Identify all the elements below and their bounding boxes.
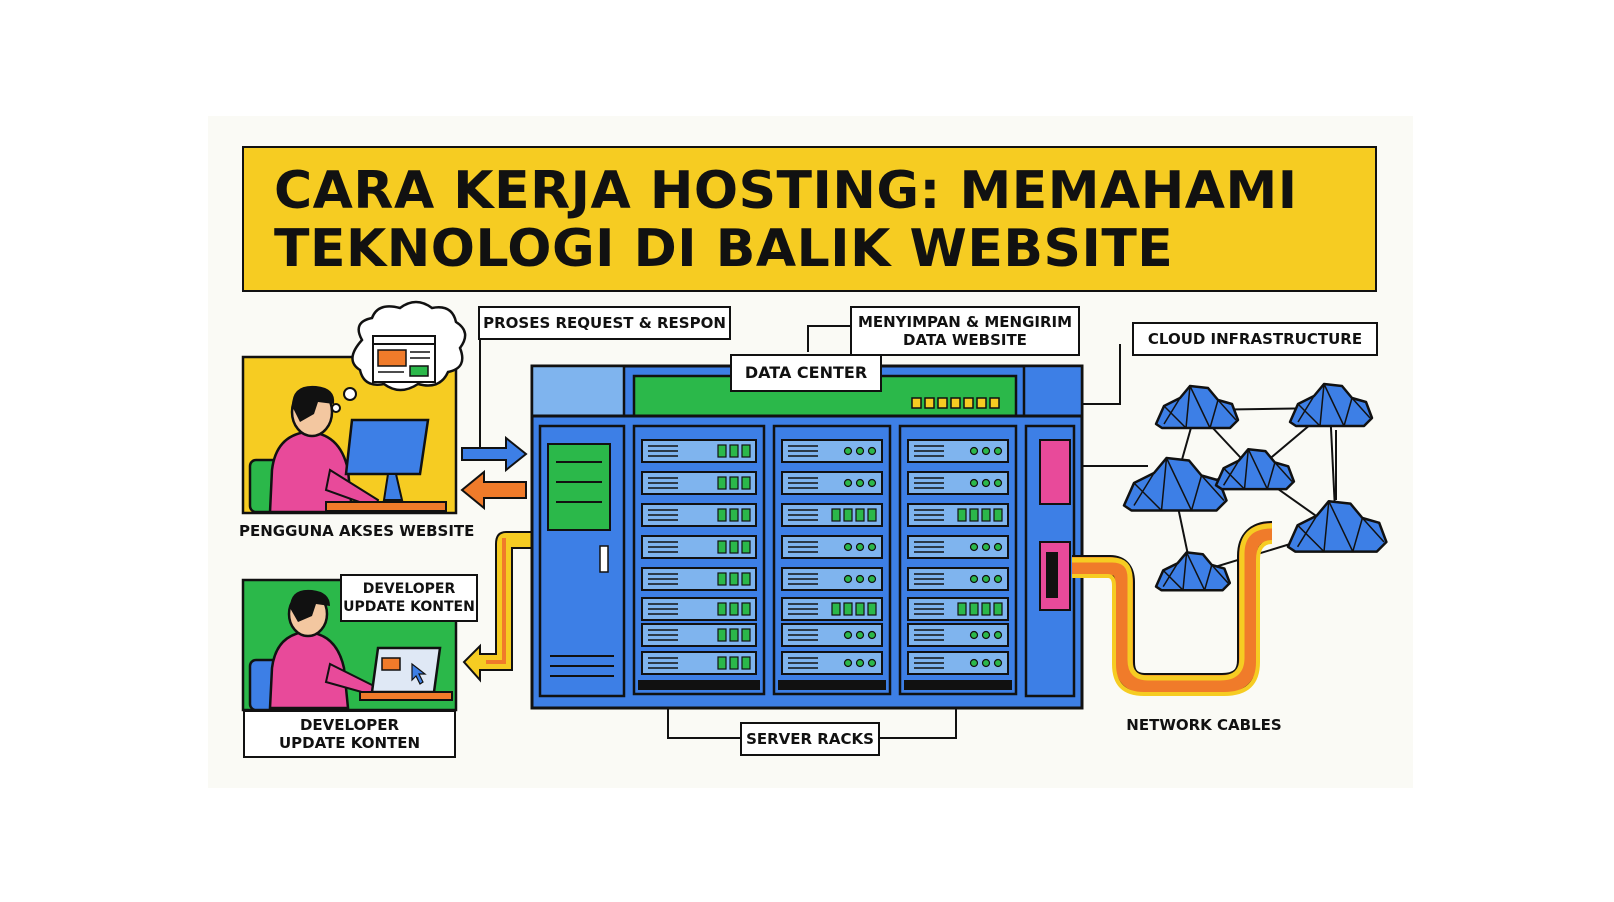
data-center-building bbox=[530, 364, 1084, 710]
server-rack-icon bbox=[632, 424, 766, 696]
label-data-center: DATA CENTER bbox=[730, 354, 882, 392]
cloud-group bbox=[1122, 382, 1388, 592]
connector-lines bbox=[479, 325, 1121, 739]
label-network-cables: NETWORK CABLES bbox=[1126, 716, 1282, 734]
title-line-2: TEKNOLOGI DI BALIK WEBSITE bbox=[274, 219, 1174, 279]
update-cable-icon bbox=[462, 531, 535, 683]
page-title: CARA KERJA HOSTING: MEMAHAMI TEKNOLOGI D… bbox=[274, 162, 1355, 278]
label-pengguna-akses-website: PENGGUNA AKSES WEBSITE bbox=[239, 522, 475, 540]
title-banner: CARA KERJA HOSTING: MEMAHAMI TEKNOLOGI D… bbox=[242, 146, 1377, 292]
label-cloud-infrastructure: CLOUD INFRASTRUCTURE bbox=[1132, 322, 1378, 356]
server-racks-group bbox=[632, 424, 1018, 696]
user-at-desktop-icon bbox=[241, 300, 467, 515]
server-rack-icon bbox=[898, 424, 1018, 696]
label-proses-request-respon: PROSES REQUEST & RESPON bbox=[478, 306, 731, 340]
title-line-1: CARA KERJA HOSTING: MEMAHAMI bbox=[274, 161, 1298, 221]
label-developer-caption: DEVELOPER UPDATE KONTEN bbox=[243, 710, 456, 758]
server-rack-icon bbox=[772, 424, 892, 696]
response-arrow-icon bbox=[460, 469, 527, 511]
network-cable-icon bbox=[1072, 521, 1273, 696]
label-menyimpan-data-website: MENYIMPAN & MENGIRIM DATA WEBSITE bbox=[850, 306, 1080, 356]
status-lights bbox=[911, 397, 1000, 409]
request-arrow-icon bbox=[461, 435, 528, 473]
label-developer-bubble: DEVELOPER UPDATE KONTEN bbox=[340, 574, 478, 622]
label-server-racks: SERVER RACKS bbox=[740, 722, 880, 756]
